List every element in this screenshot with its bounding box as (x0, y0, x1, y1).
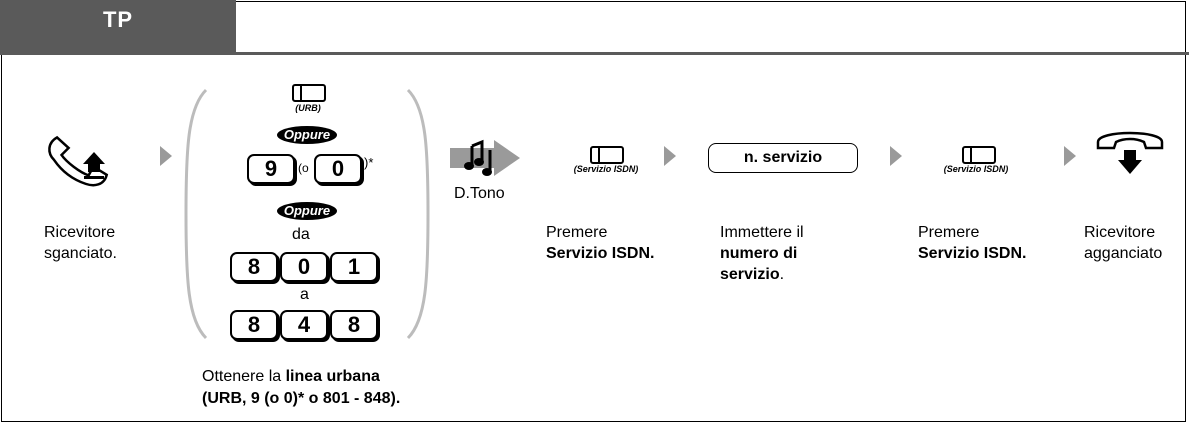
flow-arrow (1064, 146, 1076, 166)
range-from-label: da (292, 226, 310, 243)
enter-number-tail: . (779, 266, 785, 283)
range-to-label: a (300, 286, 309, 303)
isdn-service-key-icon[interactable] (962, 146, 996, 164)
flow-arrow (890, 146, 902, 166)
urb-key-icon[interactable] (292, 84, 326, 102)
enter-number-bold: servizio (720, 266, 780, 283)
dial-tone-label: D.Tono (454, 185, 505, 202)
caption-bold: linea urbana (285, 368, 380, 385)
line-seize-caption-2: (URB, 9 (o 0)* o 801 - 848). (202, 390, 401, 407)
press-isdn-1-label: Premere (546, 224, 608, 241)
isdn-key-label-2: (Servizio ISDN) (943, 164, 1009, 174)
key-9-button[interactable]: 9 (247, 154, 295, 184)
or-paren-close: )* (364, 155, 374, 170)
urb-key-label: (URB) (295, 103, 321, 113)
press-isdn-2-label-bold: Servizio ISDN. (918, 245, 1027, 262)
or-paren-open: (o (298, 161, 309, 175)
key-1-button[interactable]: 1 (330, 252, 378, 282)
key-0-button[interactable]: 0 (280, 252, 328, 282)
offhook-label-2: sganciato. (44, 245, 117, 262)
key-8-button[interactable]: 8 (230, 310, 278, 340)
flow-arrow (664, 146, 676, 166)
left-parenthesis (184, 88, 208, 340)
service-number-box[interactable]: n. servizio (708, 143, 858, 173)
or-badge-2: Oppure (277, 202, 337, 220)
flow-arrow (160, 146, 172, 166)
handset-offhook-icon (48, 135, 109, 187)
isdn-service-key-icon[interactable] (590, 146, 624, 164)
header-title: TP (102, 7, 134, 32)
key-8-button[interactable]: 8 (330, 310, 378, 340)
enter-number-label-3: servizio. (720, 264, 784, 285)
enter-number-label-2: numero di (720, 245, 798, 262)
header-bar (0, 0, 236, 52)
isdn-key-label-1: (Servizio ISDN) (573, 164, 639, 174)
header-underline (0, 52, 1189, 55)
offhook-label-1: Ricevitore (44, 224, 116, 241)
line-seize-caption: Ottenere la linea urbana (202, 366, 380, 387)
handset-onhook-icon (1096, 131, 1164, 174)
enter-number-label-1: Immettere il (720, 224, 804, 241)
onhook-label-2: agganciato (1084, 245, 1163, 262)
key-4-button[interactable]: 4 (280, 310, 328, 340)
press-isdn-1-label-bold: Servizio ISDN. (546, 245, 655, 262)
right-parenthesis (406, 88, 430, 340)
key-0-button[interactable]: 0 (314, 154, 362, 184)
onhook-label-1: Ricevitore (1084, 224, 1156, 241)
press-isdn-2-label: Premere (918, 224, 980, 241)
caption-plain: Ottenere la (202, 368, 286, 385)
dial-tone-icon (450, 139, 520, 176)
or-badge-1: Oppure (277, 126, 337, 144)
key-8-button[interactable]: 8 (230, 252, 278, 282)
